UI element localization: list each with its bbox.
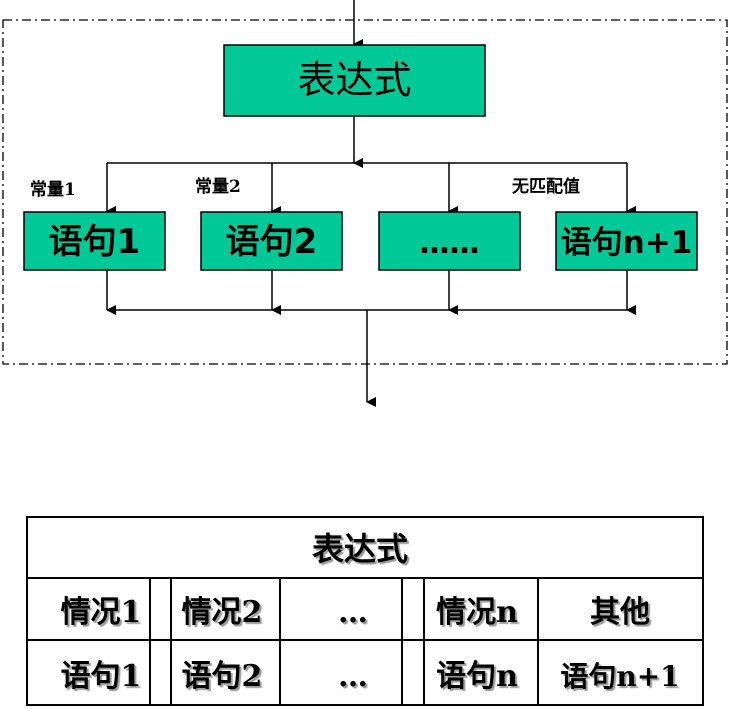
label-const1: 常量1 bbox=[30, 179, 76, 200]
statement-box-ellipsis bbox=[378, 211, 521, 271]
nsd-stmt-1: 语句1 bbox=[61, 659, 142, 694]
nsd-stmt-2: 语句2 bbox=[182, 659, 263, 694]
nsd-stmt-ellipsis: … bbox=[338, 659, 368, 694]
expression-box bbox=[223, 44, 486, 117]
nsd-case-n: 情况n bbox=[436, 595, 518, 630]
statement-box-1 bbox=[23, 211, 166, 271]
nsd-stmt-n1: 语句n+1 bbox=[560, 660, 679, 693]
switch-block-boundary bbox=[2, 19, 728, 365]
nsd-table: 表达式 情况1 情况2 … 情况n 其他 语句1 语句2 … 语句n 语句n+1 bbox=[26, 516, 704, 706]
nsd-case-ellipsis: … bbox=[338, 595, 368, 630]
nsd-stmt-n: 语句n bbox=[436, 659, 518, 694]
statement-label-1: 语句1 bbox=[49, 222, 141, 262]
statement-label-n1: 语句n+1 bbox=[561, 225, 693, 261]
nsd-case-other: 其他 bbox=[590, 595, 650, 630]
statement-label-2: 语句2 bbox=[226, 222, 318, 262]
statement-label-ellipsis: …… bbox=[420, 226, 480, 261]
nsd-case-2: 情况2 bbox=[182, 595, 263, 630]
nsd-table-border bbox=[26, 516, 704, 706]
expression-label: 表达式 bbox=[297, 58, 411, 102]
nsd-header-label: 表达式 bbox=[312, 530, 408, 568]
label-no-match: 无匹配值 bbox=[511, 176, 580, 197]
label-const2: 常量2 bbox=[195, 176, 241, 197]
statement-box-n1 bbox=[555, 211, 698, 271]
statement-box-2 bbox=[200, 211, 343, 271]
nsd-case-1: 情况1 bbox=[61, 595, 142, 630]
